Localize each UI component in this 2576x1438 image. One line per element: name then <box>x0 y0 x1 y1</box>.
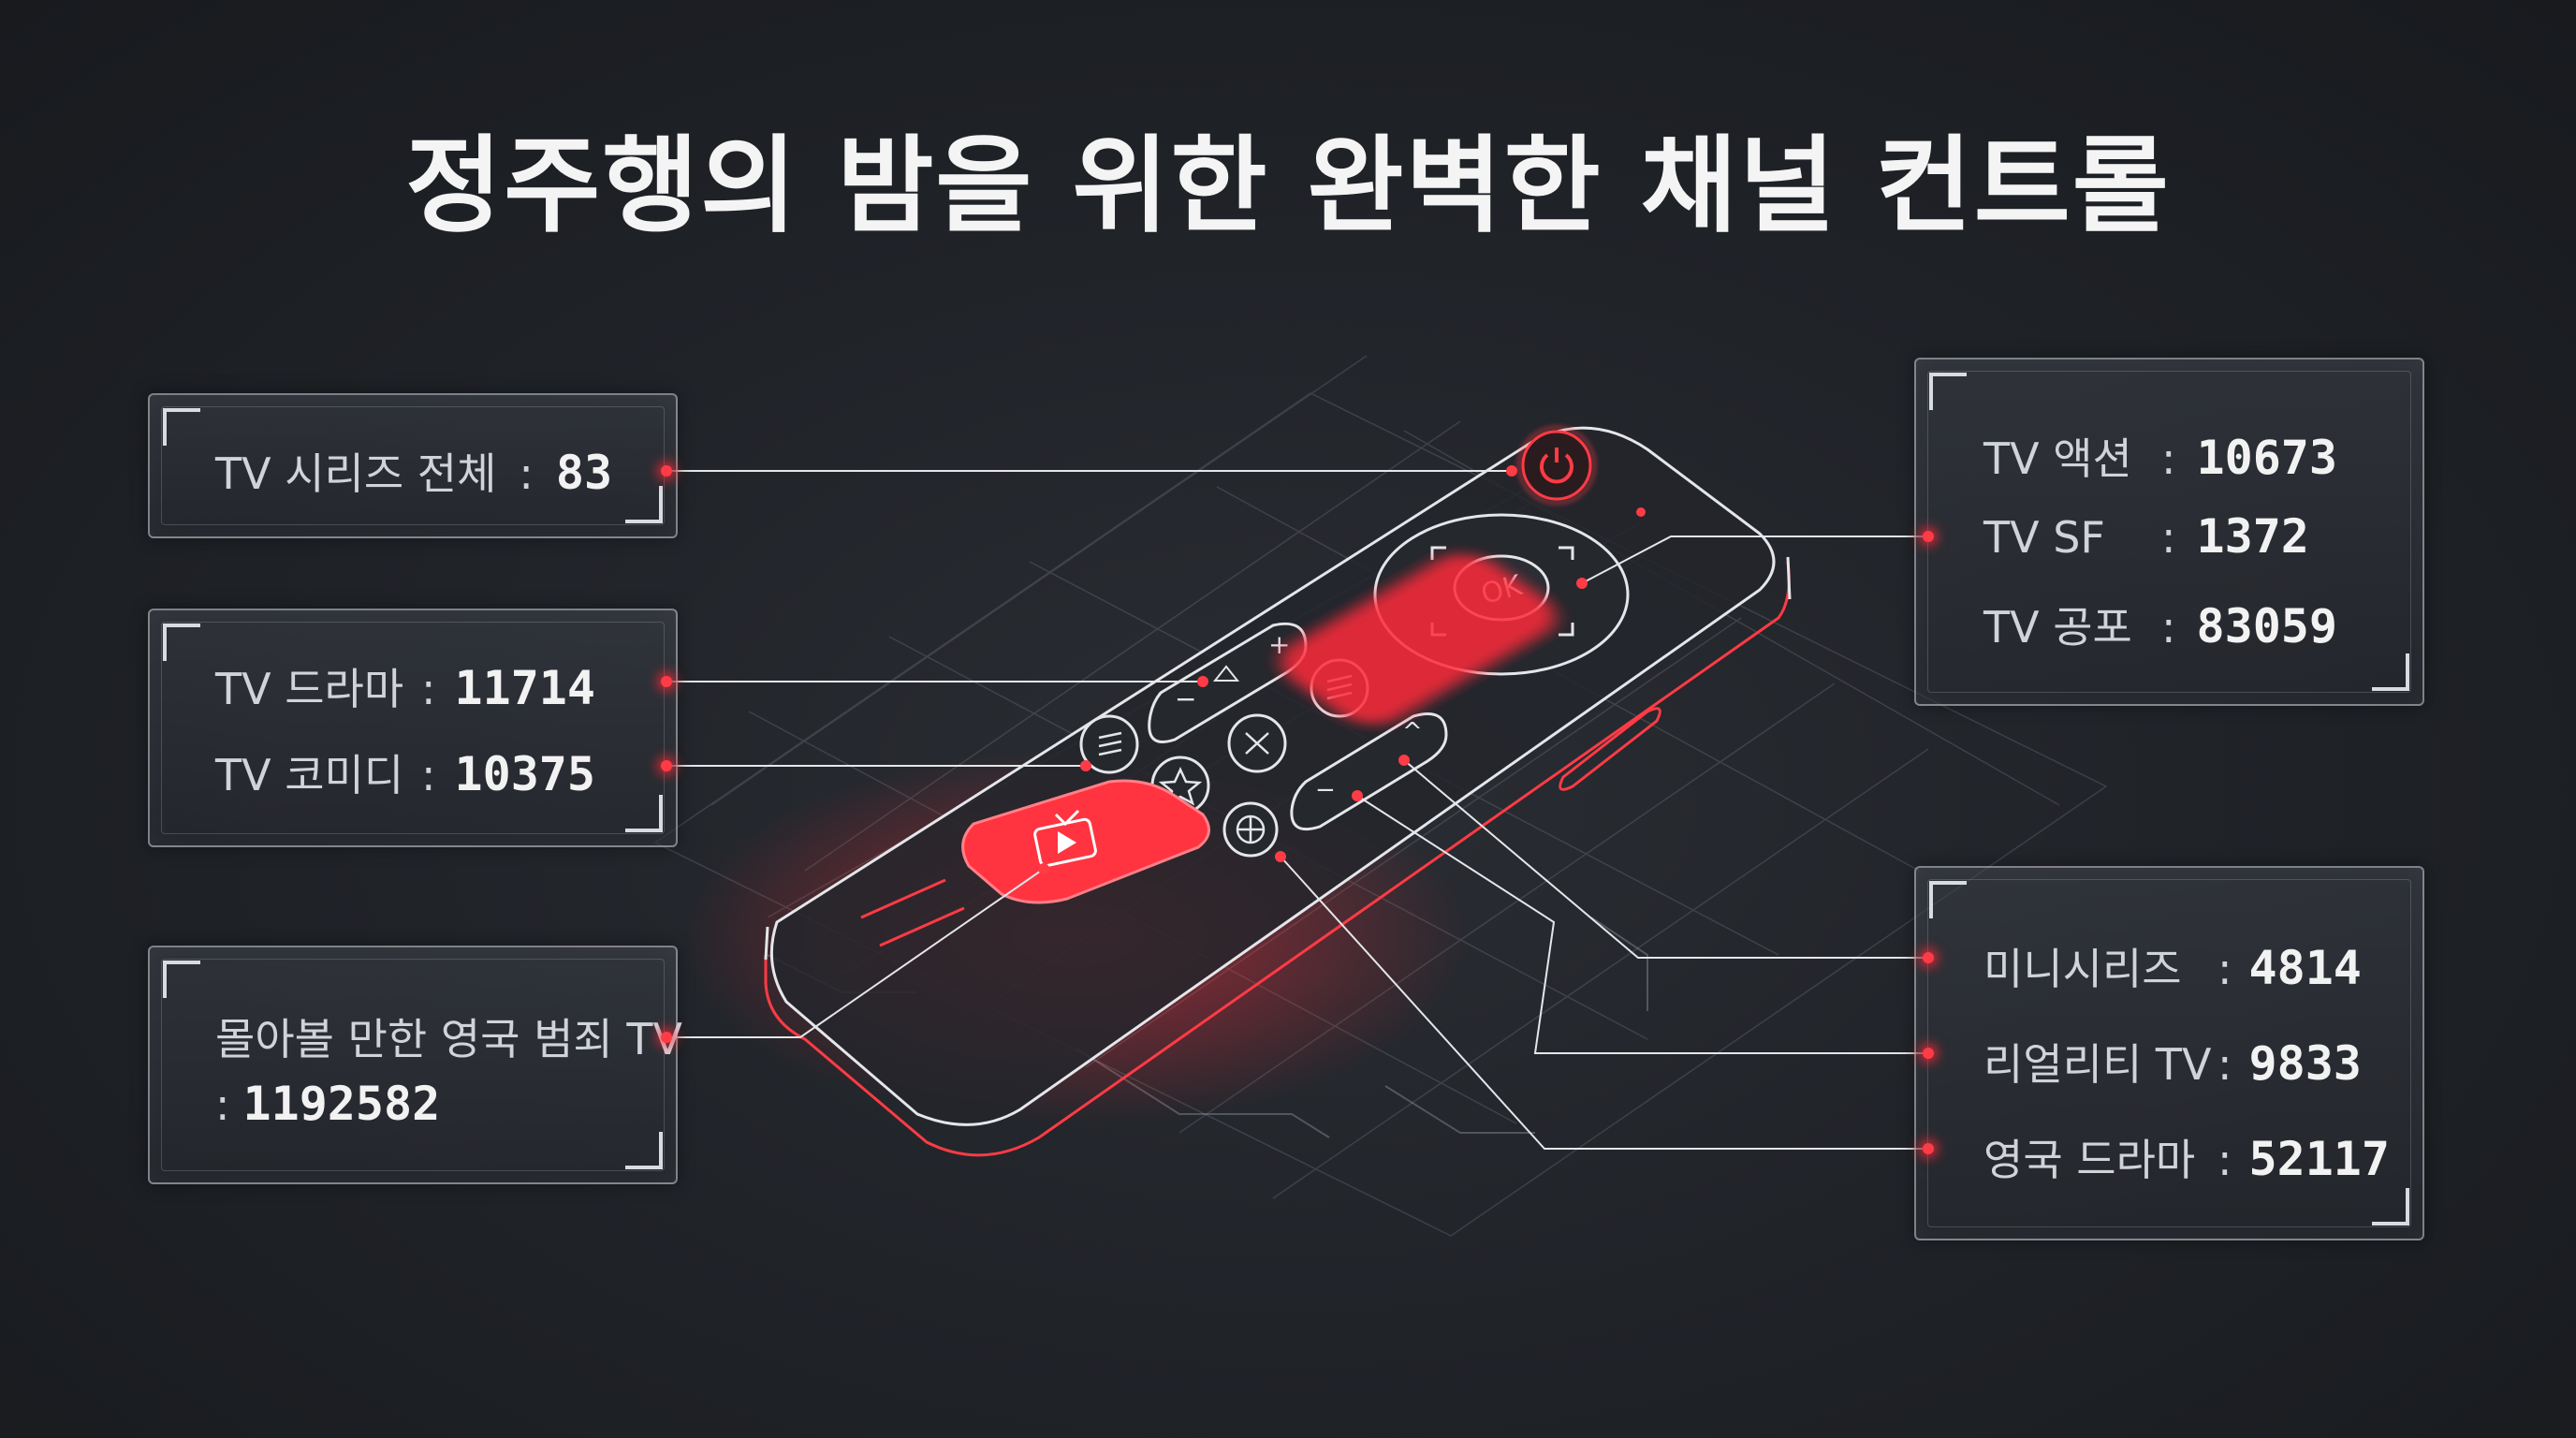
stat-value: 1372 <box>2196 509 2309 564</box>
stat-value: 10375 <box>454 747 596 801</box>
stat-value: 83059 <box>2196 599 2338 653</box>
connector-miniseries <box>1403 759 1928 959</box>
stat-row: 미니시리즈 : 4814 <box>1983 935 2362 997</box>
stat-value: 4814 <box>2248 941 2362 995</box>
stat-value: 1192582 <box>242 1077 441 1131</box>
stat-row: : 1192582 <box>215 1077 440 1131</box>
stat-label: 리얼리티 TV <box>1983 1039 2212 1090</box>
connector-lines <box>666 470 1928 1150</box>
power-icon[interactable] <box>1518 427 1595 504</box>
stat-row: TV 드라마 : 11714 <box>215 655 595 717</box>
channel-up-icon: ^ <box>1402 718 1423 746</box>
connector-british-drama <box>1280 856 1928 1150</box>
stat-row: TV 코미디 : 10375 <box>215 741 595 803</box>
stat-row: TV 액션 : 10673 <box>1983 425 2337 487</box>
stat-row: TV SF : 1372 <box>1983 509 2309 564</box>
panel-anchor-dot <box>661 465 672 477</box>
stat-label: TV 시리즈 전체 <box>215 448 497 499</box>
panel-anchor-dot <box>661 760 672 771</box>
stat-label: TV 공포 <box>1983 602 2132 653</box>
stat-row: 몰아볼 만한 영국 범죄 TV <box>215 1005 682 1067</box>
panel-drama-comedy: TV 드라마 : 11714 TV 코미디 : 10375 <box>148 609 678 847</box>
stat-label: TV 액션 <box>1983 433 2132 484</box>
stat-label: TV 코미디 <box>215 750 404 800</box>
panel-tv-series-all: TV 시리즈 전체 : 83 <box>148 393 678 538</box>
stat-separator: : <box>519 448 534 499</box>
stat-separator: : <box>421 664 436 714</box>
connector-endpoints <box>1038 465 1588 874</box>
stat-separator: : <box>2161 512 2176 563</box>
stat-separator: : <box>2217 1039 2232 1090</box>
panel-anchor-dot <box>1923 952 1934 963</box>
volume-icon <box>1212 665 1240 682</box>
stat-value: 11714 <box>454 661 596 715</box>
indicator-led <box>1636 507 1646 517</box>
stat-separator: : <box>2161 433 2176 484</box>
channel-down-icon: − <box>1315 776 1336 804</box>
stat-separator: : <box>2217 944 2232 994</box>
panel-anchor-dot <box>1923 1048 1934 1059</box>
stat-row: TV 공포 : 83059 <box>1983 594 2337 655</box>
stat-separator: : <box>215 1079 230 1130</box>
stat-row: 리얼리티 TV : 9833 <box>1983 1031 2362 1093</box>
stat-label: TV SF <box>1983 512 2105 563</box>
panel-action-sf-horror: TV 액션 : 10673 TV SF : 1372 TV 공포 : 83059 <box>1914 358 2424 706</box>
stat-value: 83 <box>555 446 613 500</box>
stat-value: 52117 <box>2248 1132 2391 1186</box>
connector-british-crime <box>666 868 1045 1038</box>
stat-row: TV 시리즈 전체 : 83 <box>215 440 612 502</box>
stat-value: 10673 <box>2196 431 2338 485</box>
stat-label: 몰아볼 만한 영국 범죄 TV <box>215 1014 682 1064</box>
connector-reality-tv <box>1356 795 1928 1054</box>
stat-separator: : <box>2161 602 2176 653</box>
stat-label: 미니시리즈 <box>1983 944 2182 994</box>
panel-anchor-dot <box>1923 1143 1934 1154</box>
panel-anchor-dot <box>661 676 672 687</box>
page-title: 정주행의 밤을 위한 완벽한 채널 컨트롤 <box>405 125 2171 247</box>
panel-anchor-dot <box>661 1032 672 1043</box>
tv-play-icon[interactable] <box>961 544 1573 904</box>
stat-separator: : <box>2217 1135 2232 1185</box>
stat-label: TV 드라마 <box>215 664 404 714</box>
panel-anchor-dot <box>1923 531 1934 542</box>
panel-mini-reality-british: 미니시리즈 : 4814 리얼리티 TV : 9833 영국 드라마 : 521… <box>1914 866 2424 1240</box>
stat-separator: : <box>421 750 436 800</box>
stat-row: 영국 드라마 : 52117 <box>1983 1126 2390 1188</box>
panel-british-crime: 몰아볼 만한 영국 범죄 TV : 1192582 <box>148 946 682 1184</box>
stat-label: 영국 드라마 <box>1983 1135 2196 1185</box>
channel-rocker[interactable] <box>1290 712 1448 831</box>
volume-minus-icon: − <box>1175 683 1196 714</box>
stat-value: 9833 <box>2248 1036 2362 1091</box>
connector-action-sf-horror <box>1581 536 1928 584</box>
